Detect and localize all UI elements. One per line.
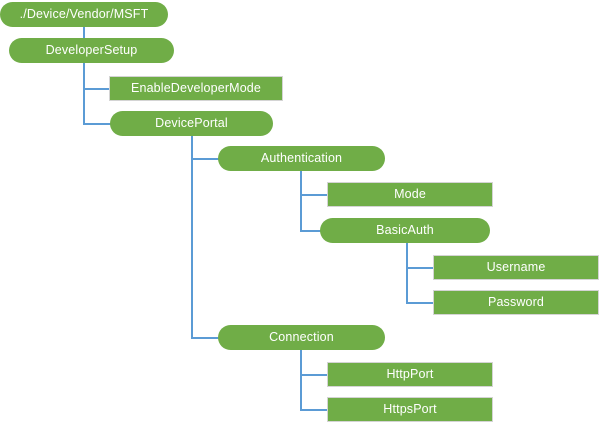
connector-deviceportal-trunk (191, 135, 193, 338)
connector-deviceportal-to-connection (191, 337, 220, 339)
node-enabledevelopermode[interactable]: EnableDeveloperMode (109, 76, 283, 101)
connector-basicauth-to-password (406, 302, 434, 304)
connector-developersetup-to-enabledevelopermode (83, 88, 110, 90)
connector-developersetup-to-deviceportal (83, 123, 111, 125)
connector-basicauth-to-username (406, 267, 434, 269)
connector-root-to-developersetup (83, 26, 85, 39)
node-username[interactable]: Username (433, 255, 599, 280)
connector-connection-to-httpport (300, 374, 328, 376)
node-basicauth[interactable]: BasicAuth (320, 218, 490, 243)
node-deviceportal[interactable]: DevicePortal (110, 111, 273, 136)
node-httpsport[interactable]: HttpsPort (327, 397, 493, 422)
node-authentication[interactable]: Authentication (218, 146, 385, 171)
connector-connection-trunk (300, 349, 302, 410)
node-developersetup[interactable]: DeveloperSetup (9, 38, 174, 63)
node-mode[interactable]: Mode (327, 182, 493, 207)
node-httpport[interactable]: HttpPort (327, 362, 493, 387)
node-connection[interactable]: Connection (218, 325, 385, 350)
connector-deviceportal-to-authentication (191, 158, 220, 160)
connector-authentication-trunk (300, 170, 302, 231)
connector-authentication-to-basicauth (300, 230, 326, 232)
connector-authentication-to-mode (300, 194, 328, 196)
connector-basicauth-trunk (406, 242, 408, 303)
connector-developersetup-trunk (83, 62, 85, 124)
node-password[interactable]: Password (433, 290, 599, 315)
connector-connection-to-httpsport (300, 409, 328, 411)
node-root[interactable]: ./Device/Vendor/MSFT (0, 2, 168, 27)
